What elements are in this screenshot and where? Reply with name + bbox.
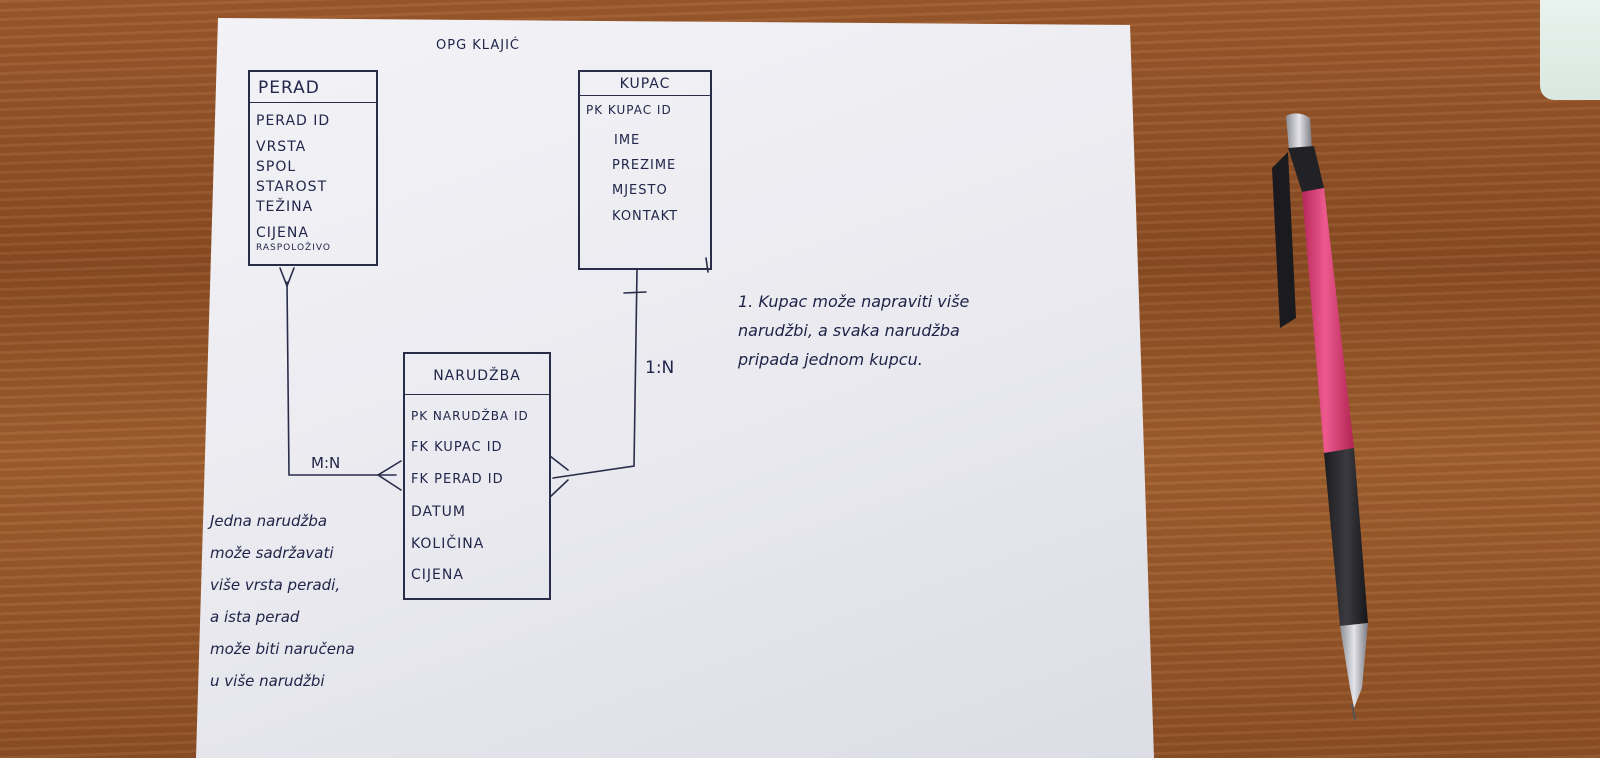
note-right-line-2: narudžbi, a svaka narudžba (738, 321, 960, 340)
card-corner (1540, 0, 1600, 100)
note-left-line-6: u više narudžbi (210, 672, 325, 690)
attr-perad-spol: SPOL (256, 159, 297, 175)
entity-kupac-attributes: PK KUPAC ID IME PREZIME MJESTO KONTAKT (580, 96, 710, 235)
attr-perad-raspolozivo: RASPOLOŽIVO (256, 243, 331, 253)
attr-kupac-prezime: PREZIME (612, 158, 677, 173)
attr-perad-cijena: CIJENA (256, 225, 309, 241)
attr-perad-tezina: TEŽINA (256, 199, 314, 215)
note-left-line-5: može biti naručena (210, 640, 355, 658)
entity-perad-attributes: PERAD ID VRSTA SPOL STAROST TEŽINA CIJEN… (250, 103, 376, 257)
attr-perad-vrsta: VRSTA (256, 139, 307, 155)
relation-label-kupac-narudzba: 1:N (645, 358, 675, 378)
note-left-line-2: može sadržavati (210, 544, 334, 562)
crowfoot-perad-top (279, 267, 295, 289)
attr-kupac-kontakt: KONTAKT (612, 209, 679, 224)
entity-perad-name: PERAD (250, 72, 376, 103)
attr-kupac-pk: PK KUPAC ID (586, 103, 672, 117)
attr-narudzba-cijena: CIJENA (411, 567, 464, 583)
entity-narudzba-attributes: PK NARUDŽBA ID FK KUPAC ID FK PERAD ID D… (405, 395, 549, 594)
entity-kupac: KUPAC PK KUPAC ID IME PREZIME MJESTO KON… (578, 70, 712, 270)
crowfoot-narudzba-right (549, 455, 569, 498)
entity-narudzba: NARUDŽBA PK NARUDŽBA ID FK KUPAC ID FK P… (403, 352, 551, 600)
note-right-line-1: 1. Kupac može napraviti više (738, 292, 970, 311)
relation-label-perad-narudzba: M:N (311, 454, 341, 472)
paper-sheet (196, 18, 1154, 758)
note-left-line-3: više vrsta peradi, (210, 576, 341, 594)
relation-kupac-narudzba-line (552, 269, 638, 479)
diagram-title: OPG KLAJIĆ (436, 38, 520, 53)
note-left-line-4: a ista perad (210, 608, 300, 626)
pen-icon (1272, 113, 1368, 721)
entity-kupac-name: KUPAC (580, 72, 710, 96)
relation-perad-narudzba-line (286, 281, 397, 476)
note-left: Jedna narudžba može sadržavati više vrst… (210, 505, 355, 697)
attr-kupac-ime: IME (614, 133, 641, 148)
attr-kupac-mjesto: MJESTO (612, 183, 668, 198)
note-right-line-3: pripada jednom kupcu. (738, 350, 923, 369)
attr-narudzba-pk: PK NARUDŽBA ID (411, 409, 529, 423)
kupac-one-mark (623, 291, 647, 294)
crowfoot-narudzba-left (377, 460, 402, 491)
kupac-corner-mark (705, 257, 709, 273)
attr-perad-id: PERAD ID (256, 113, 331, 129)
attr-narudzba-datum: DATUM (411, 504, 466, 520)
attr-perad-starost: STAROST (256, 179, 328, 195)
attr-narudzba-fk-perad: FK PERAD ID (411, 472, 504, 487)
attr-narudzba-kolicina: KOLIČINA (411, 536, 485, 552)
entity-narudzba-name: NARUDŽBA (405, 354, 549, 395)
entity-perad: PERAD PERAD ID VRSTA SPOL STAROST TEŽINA… (248, 70, 378, 266)
note-right: 1. Kupac može napraviti više narudžbi, a… (738, 287, 969, 374)
attr-narudzba-fk-kupac: FK KUPAC ID (411, 440, 503, 455)
note-left-line-1: Jedna narudžba (210, 512, 328, 530)
